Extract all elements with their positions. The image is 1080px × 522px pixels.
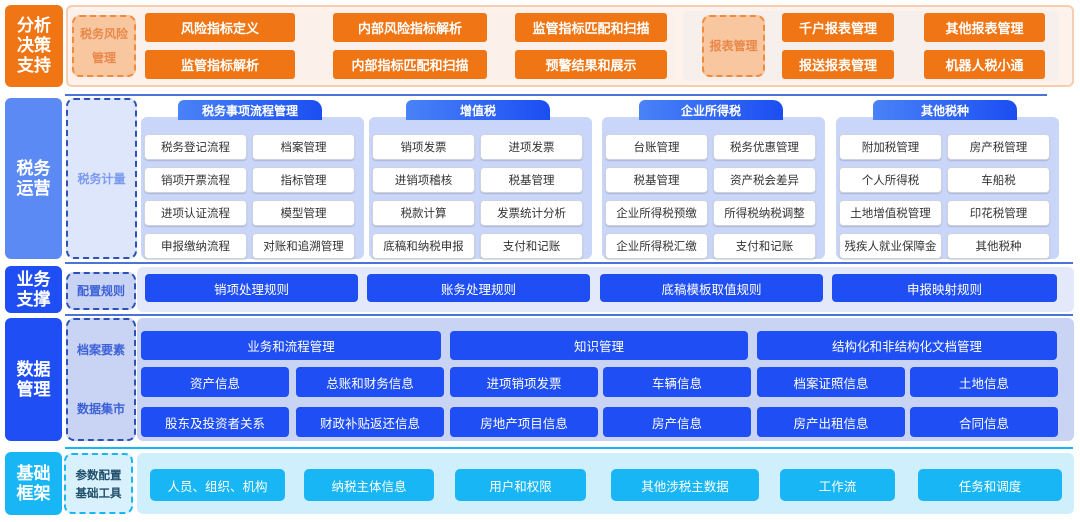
foundation-item-button[interactable]: 纳税主体信息	[304, 469, 434, 501]
data-info-button[interactable]: 进项销项发票	[450, 367, 598, 397]
tax-item-button[interactable]: 税务登记流程	[144, 134, 247, 160]
tax-group-header[interactable]: 企业所得税	[639, 100, 783, 120]
tax-item-button[interactable]: 其他税种	[947, 233, 1050, 259]
config-rules-label: 配置规则	[66, 272, 136, 310]
data-info-button[interactable]: 房地产项目信息	[450, 407, 598, 437]
tax-item-button[interactable]: 税款计算	[372, 200, 475, 226]
data-mart-label: 数据集市	[76, 402, 125, 417]
tax-item-button[interactable]: 税务优惠管理	[713, 134, 816, 160]
rule-button[interactable]: 账务处理规则	[367, 274, 590, 302]
layer-label-foundation: 基础框架	[5, 452, 62, 515]
separator-line	[65, 94, 1047, 96]
report-item-button[interactable]: 其他报表管理	[924, 13, 1045, 42]
risk-management-group-label: 税务风险管理	[72, 15, 136, 77]
data-top-button[interactable]: 结构化和非结构化文档管理	[757, 331, 1057, 360]
tax-item-button[interactable]: 支付和记账	[713, 233, 816, 259]
tax-metering-label: 税务计量	[66, 98, 137, 259]
data-info-button[interactable]: 股东及投资者关系	[141, 407, 289, 437]
tax-item-button[interactable]: 发票统计分析	[480, 200, 583, 226]
data-top-button[interactable]: 业务和流程管理	[141, 331, 441, 360]
data-info-button[interactable]: 房产出租信息	[757, 407, 905, 437]
foundation-item-button[interactable]: 其他涉税主数据	[611, 469, 759, 501]
tax-item-button[interactable]: 附加税管理	[839, 134, 942, 160]
tax-item-button[interactable]: 企业所得税汇缴	[605, 233, 708, 259]
rule-button[interactable]: 销项处理规则	[145, 274, 358, 302]
tax-item-button[interactable]: 销项发票	[372, 134, 475, 160]
data-info-button[interactable]: 车辆信息	[603, 367, 751, 397]
tax-item-button[interactable]: 模型管理	[252, 200, 355, 226]
alert-results-display-button[interactable]: 预警结果和展示	[515, 50, 667, 79]
tax-item-button[interactable]: 支付和记账	[480, 233, 583, 259]
tax-item-button[interactable]: 进项认证流程	[144, 200, 247, 226]
tax-item-button[interactable]: 底稿和纳税申报	[372, 233, 475, 259]
layer-label-support: 业务支撑	[5, 266, 62, 313]
report-item-button[interactable]: 千户报表管理	[782, 13, 894, 42]
tax-item-button[interactable]: 销项开票流程	[144, 167, 247, 193]
tax-group-header[interactable]: 其他税种	[873, 100, 1017, 120]
data-info-button[interactable]: 档案证照信息	[757, 367, 905, 397]
tax-group-header[interactable]: 税务事项流程管理	[178, 100, 322, 120]
risk-indicator-definition-button[interactable]: 风险指标定义	[145, 13, 295, 42]
tax-item-button[interactable]: 车船税	[947, 167, 1050, 193]
tax-item-button[interactable]: 个人所得税	[839, 167, 942, 193]
rule-button[interactable]: 底稿模板取值规则	[600, 274, 823, 302]
tax-item-button[interactable]: 残疾人就业保障金	[839, 233, 942, 259]
data-top-button[interactable]: 知识管理	[450, 331, 748, 360]
tax-item-button[interactable]: 印花税管理	[947, 200, 1050, 226]
report-item-button[interactable]: 机器人税小通	[924, 50, 1045, 79]
layer-label-operation: 税务运营	[5, 98, 62, 259]
tax-item-button[interactable]: 对账和追溯管理	[252, 233, 355, 259]
separator-line	[65, 447, 1073, 449]
separator-line	[65, 262, 1073, 264]
tax-item-button[interactable]: 进销项稽核	[372, 167, 475, 193]
data-info-button[interactable]: 资产信息	[141, 367, 289, 397]
tax-item-button[interactable]: 档案管理	[252, 134, 355, 160]
tax-item-button[interactable]: 所得税纳税调整	[713, 200, 816, 226]
report-management-group-label: 报表管理	[702, 15, 765, 77]
param-config-tools-label: 参数配置基础工具	[64, 453, 133, 514]
foundation-item-button[interactable]: 用户和权限	[455, 469, 586, 501]
data-side-label: 档案要素数据集市	[66, 318, 136, 441]
data-info-button[interactable]: 财政补贴返还信息	[296, 407, 444, 437]
tax-item-button[interactable]: 税基管理	[480, 167, 583, 193]
foundation-item-button[interactable]: 工作流	[780, 469, 895, 501]
report-item-button[interactable]: 报送报表管理	[782, 50, 894, 79]
tax-item-button[interactable]: 申报缴纳流程	[144, 233, 247, 259]
tax-item-button[interactable]: 企业所得税预缴	[605, 200, 708, 226]
regulatory-indicator-matching-button[interactable]: 监管指标匹配和扫描	[515, 13, 667, 42]
tax-item-button[interactable]: 资产税会差异	[713, 167, 816, 193]
archive-elements-label: 档案要素	[76, 342, 125, 357]
internal-indicator-matching-button[interactable]: 内部指标匹配和扫描	[333, 50, 487, 79]
data-info-button[interactable]: 土地信息	[910, 367, 1058, 397]
internal-risk-indicator-parsing-button[interactable]: 内部风险指标解析	[333, 13, 487, 42]
data-info-button[interactable]: 房产信息	[603, 407, 751, 437]
separator-line	[65, 314, 1073, 316]
tax-item-button[interactable]: 进项发票	[480, 134, 583, 160]
regulatory-indicator-parsing-button[interactable]: 监管指标解析	[145, 50, 295, 79]
foundation-item-button[interactable]: 任务和调度	[918, 469, 1062, 501]
tax-item-button[interactable]: 税基管理	[605, 167, 708, 193]
data-info-button[interactable]: 合同信息	[910, 407, 1058, 437]
tax-group-header[interactable]: 增值税	[406, 100, 550, 120]
layer-label-decision: 分析决策支持	[5, 5, 63, 87]
rule-button[interactable]: 申报映射规则	[832, 274, 1057, 302]
tax-item-button[interactable]: 房产税管理	[947, 134, 1050, 160]
tax-item-button[interactable]: 土地增值税管理	[839, 200, 942, 226]
layer-label-data: 数据管理	[5, 318, 62, 441]
tax-item-button[interactable]: 台账管理	[605, 134, 708, 160]
foundation-container	[137, 453, 1074, 514]
foundation-item-button[interactable]: 人员、组织、机构	[150, 469, 285, 501]
tax-item-button[interactable]: 指标管理	[252, 167, 355, 193]
data-info-button[interactable]: 总账和财务信息	[296, 367, 444, 397]
